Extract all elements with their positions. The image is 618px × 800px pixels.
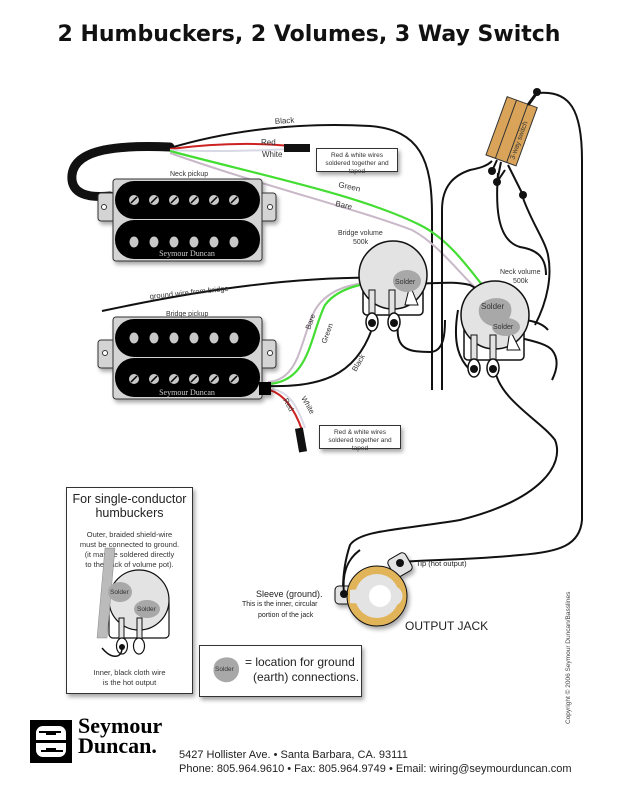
- neck-pickup-cable: [67, 142, 175, 201]
- single-conductor-title: For single-conductor humbuckers: [72, 492, 187, 520]
- neck-tape: [284, 144, 310, 152]
- single-conductor-description: Outer, braided shield-wire must be conne…: [79, 530, 180, 569]
- ground-wire-label: ground wire from bridge: [149, 284, 229, 301]
- neck-black-wire: [169, 124, 433, 390]
- bridge-volume-pot: [358, 240, 428, 332]
- neck-pickup-label: Neck pickup: [170, 171, 208, 178]
- neck-vol-to-jack-wire: [342, 369, 559, 591]
- switch-to-jack-wire: [401, 91, 583, 563]
- output-jack: [334, 552, 413, 627]
- bridge-volume-label: Bridge volume: [338, 230, 383, 237]
- bridge-tape: [294, 427, 308, 453]
- output-jack-label: OUTPUT JACK: [405, 619, 489, 633]
- jack-sleeve-wire: [342, 549, 361, 595]
- single-conductor-solder-2: Solder: [137, 606, 157, 613]
- bridge-pickup-label: Bridge pickup: [166, 311, 209, 318]
- neck-green-wire: [169, 149, 491, 296]
- solder-legend-text: = location for ground (earth) connection…: [245, 655, 360, 684]
- bridge-pickup: [97, 316, 277, 400]
- single-conductor-box: For single-conductor humbuckers Outer, b…: [66, 487, 193, 694]
- jack-sleeve-desc-2: portion of the jack: [258, 612, 314, 619]
- seymour-duncan-logo: [30, 720, 72, 763]
- bridge-black-wire: [267, 319, 376, 388]
- switch-left-wire: [441, 160, 493, 390]
- neck-pickup-brand: Seymour Duncan: [159, 249, 215, 258]
- bridge-vol-lug-wire: [396, 319, 446, 354]
- brand-name: Seymour Duncan.: [78, 713, 163, 758]
- bare-wire-label: Bare: [335, 199, 354, 211]
- bridge-pickup-poles: [129, 332, 239, 344]
- three-way-switch: [485, 96, 538, 167]
- neck-volume-solder-label-1: Solder: [481, 302, 504, 311]
- bridge-volume-value: 500k: [353, 239, 369, 246]
- single-conductor-solder-1: Solder: [110, 589, 130, 596]
- bridge-volume-solder-blob: [393, 270, 421, 292]
- single-conductor-footnote: Inner, black cloth wire is the hot outpu…: [93, 668, 166, 687]
- switch-wire-3: [521, 194, 551, 326]
- neck-volume-solder-label-2: Solder: [493, 324, 514, 331]
- neck-volume-value: 500k: [513, 278, 529, 285]
- solder-legend-icon: Solder: [213, 657, 240, 683]
- jack-sleeve-desc-1: This is the inner, circular: [242, 601, 318, 608]
- bridge-volume-solder-label: Solder: [395, 279, 416, 286]
- switch-top-lug: [526, 93, 538, 106]
- logo-s-icon: [36, 726, 66, 757]
- bridge-pickup-screw-slots: [130, 375, 238, 383]
- neck-red-wire: [169, 142, 291, 150]
- red-wire-label: Red: [261, 138, 276, 147]
- ground-wire-from-bridge: [101, 276, 396, 312]
- neck-white-wire: [169, 148, 291, 153]
- white-wire-label: White: [262, 150, 283, 159]
- neck-volume-label: Neck volume: [500, 269, 541, 276]
- copyright: Copyright © 2006 Seymour Duncan/Bassline…: [565, 591, 572, 724]
- bridge-black-label: Black: [350, 352, 367, 373]
- neck-pickup-poles: [129, 236, 239, 248]
- bridge-red-wire: [269, 389, 303, 431]
- green-wire-label: Green: [338, 180, 362, 193]
- neck-bare-wire: [169, 152, 485, 297]
- bridge-green-label: Green: [319, 322, 335, 345]
- bridge-tape-note: Red & white wires soldered together and …: [319, 425, 401, 452]
- neck-volume-solder-blob-2: [492, 318, 520, 336]
- jack-tip-label: Tip (hot output): [416, 559, 467, 568]
- black-wire-label: Black: [275, 116, 296, 126]
- solder-legend-icon-text: Solder: [215, 666, 235, 673]
- contact-info: 5427 Hollister Ave. • Santa Barbara, CA.…: [179, 748, 572, 776]
- page-title: 2 Humbuckers, 2 Volumes, 3 Way Switch: [57, 22, 561, 47]
- solder-legend: Solder = location for ground (earth) con…: [199, 645, 362, 697]
- single-conductor-pot-illustration: Solder Solder: [96, 547, 170, 657]
- bridge-white-label: White: [299, 395, 316, 416]
- phone-fax-email: Phone: 805.964.9610 • Fax: 805.964.9749 …: [179, 763, 572, 775]
- neck-pickup-screw-slots: [130, 196, 238, 204]
- address: 5427 Hollister Ave. • Santa Barbara, CA.…: [179, 749, 408, 761]
- bridge-white-wire: [271, 388, 306, 429]
- neck-volume-pot: [460, 280, 530, 378]
- bridge-pickup-brand: Seymour Duncan: [159, 388, 215, 397]
- switch-lug-wires: [491, 159, 524, 196]
- jack-sleeve-title: Sleeve (ground).: [256, 589, 323, 599]
- switch-wire-2: [496, 172, 547, 276]
- neck-tape-note: Red & white wires soldered together and …: [316, 148, 398, 175]
- jack-tip-lug: [396, 559, 404, 567]
